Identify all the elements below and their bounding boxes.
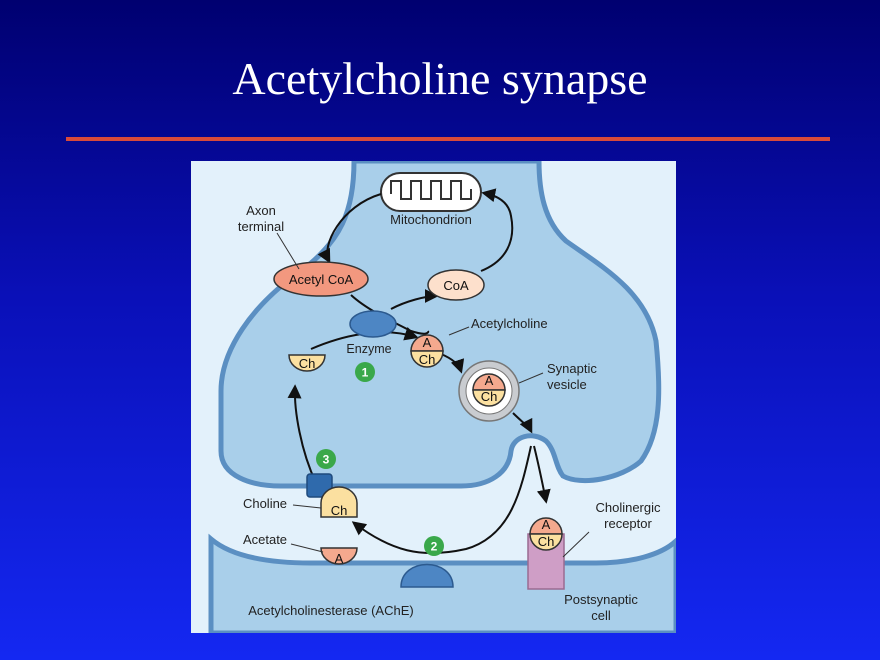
acetylcholine-molecule [410,334,444,368]
vesicle-ch-text: Ch [481,389,498,404]
acetylcholine-label: Acetylcholine [471,316,548,331]
choline-molecule-cleft-text: Ch [331,503,348,518]
step-1-badge [355,362,375,382]
choline-label: Choline [243,496,287,511]
axon-terminal-leader-line [276,232,300,270]
title-divider [66,137,830,141]
enzyme-icon [349,310,397,338]
step-3-number: 3 [323,453,330,467]
step-1-number: 1 [362,366,369,380]
cholinergic-receptor-label-2: receptor [604,516,652,531]
receptor-leader-line [562,531,590,558]
axon-terminal-label-2: terminal [238,219,284,234]
synapse-figure: Mitochondrion Acetyl CoA CoA Enzyme 1 Ch… [191,161,676,633]
step-3-badge [316,449,336,469]
postsynaptic-cell-label-2: cell [591,608,611,623]
choline-molecule-terminal [288,354,326,372]
postsynaptic-cell-label-1: Postsynaptic [564,592,638,607]
vesicle-acetylcholine-molecule [472,373,506,407]
choline-molecule-terminal-text: Ch [299,356,316,371]
cholinergic-receptor-label-1: Cholinergic [595,500,661,515]
arrow-mito-to-acetylcoa [317,193,382,264]
arrow-enzyme-to-coa [390,289,439,310]
choline-molecule-cleft [320,486,358,518]
acetyl-coa-molecule [273,261,369,297]
arrow-coa-to-mito [480,188,514,272]
ache-enzyme-icon [400,563,454,588]
acetate-molecule-text: A [335,551,344,566]
receptor-ch-text: Ch [538,534,555,549]
enzyme-label: Enzyme [346,342,391,356]
choline-leader-line [292,504,322,509]
acetylcholine-a-text: A [423,335,432,350]
arrow-reuptake-to-terminal [287,384,317,484]
slide-title: Acetylcholine synapse [232,53,648,104]
step-2-number: 2 [431,540,438,554]
acetate-label: Acetate [243,532,287,547]
arrow-vesicle-to-cleft [512,412,533,434]
receptor-a-text: A [542,517,551,532]
arrow-acetylcholine-to-vesicle [440,353,465,374]
mitochondrion-label: Mitochondrion [390,212,472,227]
coa-molecule [427,269,485,301]
axon-terminal-label-1: Axon [246,203,276,218]
mitochondrion [380,172,482,212]
arrow-release-to-receptor [533,445,551,504]
coa-label: CoA [443,278,469,293]
synaptic-vesicle-label-1: Synaptic [547,361,597,376]
acetate-leader-line [290,543,324,553]
acetylcholine-ch-text: Ch [419,352,436,367]
axon-terminal [218,161,662,489]
receptor-bound-acetylcholine [529,517,563,551]
acetyl-coa-label: Acetyl CoA [289,272,354,287]
synaptic-vesicle-label-2: vesicle [547,377,587,392]
synapse-diagram: Mitochondrion Acetyl CoA CoA Enzyme 1 Ch… [191,161,676,633]
acetylcholine-leader-line [448,326,470,336]
step-2-badge [424,536,444,556]
vesicle-a-text: A [485,373,494,388]
ache-label: Acetylcholinesterase (AChE) [248,603,413,618]
arrow-hydrolysis-to-products [351,445,532,555]
vesicle-leader-line [518,372,544,384]
acetate-molecule [320,547,358,565]
